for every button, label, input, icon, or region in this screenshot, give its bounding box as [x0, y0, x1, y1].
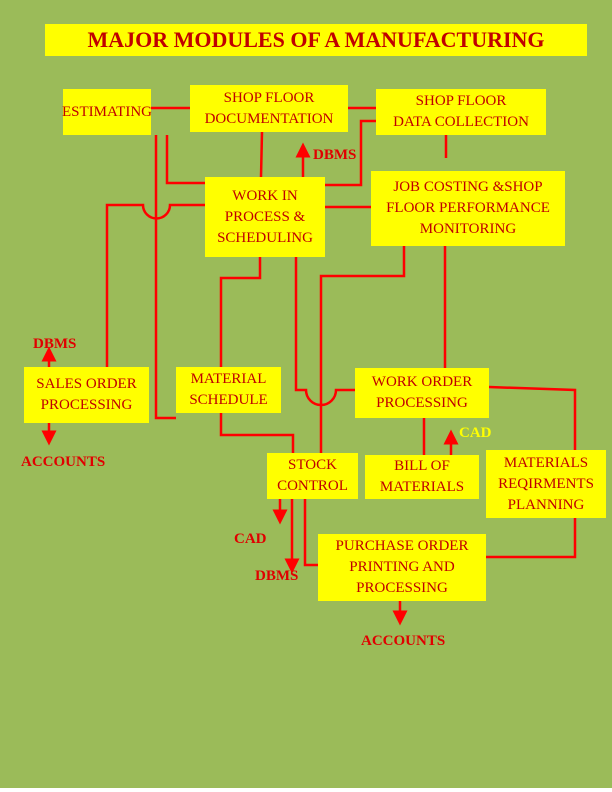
module-text: STOCK: [288, 457, 337, 473]
page-bottom-border: [0, 788, 612, 792]
line-stock-po: [303, 499, 318, 567]
label-accounts-po: ACCOUNTS: [361, 633, 446, 649]
module-text: WORK ORDER: [371, 374, 473, 390]
label-cad-stock: CAD: [234, 531, 267, 547]
module-purchase-order: PURCHASE ORDER PRINTING AND PROCESSING: [318, 534, 486, 601]
module-stock-control: STOCK CONTROL: [267, 453, 358, 499]
module-text: PURCHASE ORDER: [335, 538, 469, 554]
line-estimating-wip: [165, 135, 205, 185]
module-text: SHOP FLOOR: [223, 89, 315, 106]
module-text: MONITORING: [419, 221, 517, 237]
module-text: WORK IN: [232, 187, 298, 204]
module-text: REQIRMENTS: [498, 475, 594, 492]
module-text: BILL OF: [394, 458, 450, 474]
module-text: MATERIAL: [190, 371, 267, 387]
module-job-costing: JOB COSTING &SHOP FLOOR PERFORMANCE MONI…: [371, 171, 565, 246]
line-jobcost-stock: [319, 246, 406, 453]
module-text: FLOOR PERFORMANCE: [386, 200, 550, 216]
line-workorder-mrp: [488, 385, 577, 450]
module-text: MATERIALS: [379, 479, 465, 495]
module-text: PLANNING: [507, 496, 585, 513]
module-shop-floor-documentation: SHOP FLOOR DOCUMENTATION: [190, 85, 348, 132]
module-sales-order: SALES ORDER PROCESSING: [24, 367, 149, 423]
module-work-in-process: WORK IN PROCESS & SCHEDULING: [205, 177, 325, 257]
module-text: JOB COSTING &SHOP: [393, 179, 543, 195]
module-text: DOCUMENTATION: [204, 110, 334, 127]
line-wip-material: [219, 257, 262, 367]
module-estimating: ESTIMATING: [62, 89, 152, 135]
module-shop-floor-data-collection: SHOP FLOOR DATA COLLECTION: [376, 89, 546, 135]
line-estimating-material: [154, 135, 176, 420]
module-mrp: MATERIALS REQIRMENTS PLANNING: [486, 450, 606, 518]
label-dbms-sales: DBMS: [33, 336, 77, 352]
line-po-mrp: [486, 518, 577, 559]
line-collection-wip: [325, 119, 376, 187]
module-text: ESTIMATING: [62, 103, 152, 120]
module-text: CONTROL: [277, 478, 348, 494]
module-text: PROCESSING: [376, 395, 468, 411]
line-wip-workorder: [294, 257, 355, 407]
label-accounts-sales: ACCOUNTS: [21, 454, 106, 470]
module-work-order: WORK ORDER PROCESSING: [355, 368, 489, 418]
label-dbms-stock: DBMS: [255, 568, 299, 584]
module-text: PROCESSING: [356, 580, 448, 596]
module-text: SCHEDULE: [189, 392, 268, 408]
module-text: SCHEDULING: [217, 229, 313, 246]
module-bill-of-materials: BILL OF MATERIALS: [365, 455, 479, 499]
diagram-title: MAJOR MODULES OF A MANUFACTURING: [45, 24, 587, 56]
module-text: SALES ORDER: [36, 376, 137, 392]
line-wip-sales: [105, 203, 205, 367]
module-text: PRINTING AND: [349, 559, 455, 575]
module-text: PROCESSING: [40, 397, 133, 413]
label-dbms-wip: DBMS: [313, 147, 357, 163]
label-cad-bom: CAD: [459, 425, 492, 441]
module-text: SHOP FLOOR: [415, 93, 507, 109]
module-material-schedule: MATERIAL SCHEDULE: [176, 367, 281, 413]
module-text: PROCESS &: [224, 208, 306, 225]
module-text: DATA COLLECTION: [393, 114, 529, 130]
module-text: MATERIALS: [503, 454, 589, 471]
line-docs-wip: [259, 131, 264, 178]
line-material-stock: [219, 413, 295, 453]
